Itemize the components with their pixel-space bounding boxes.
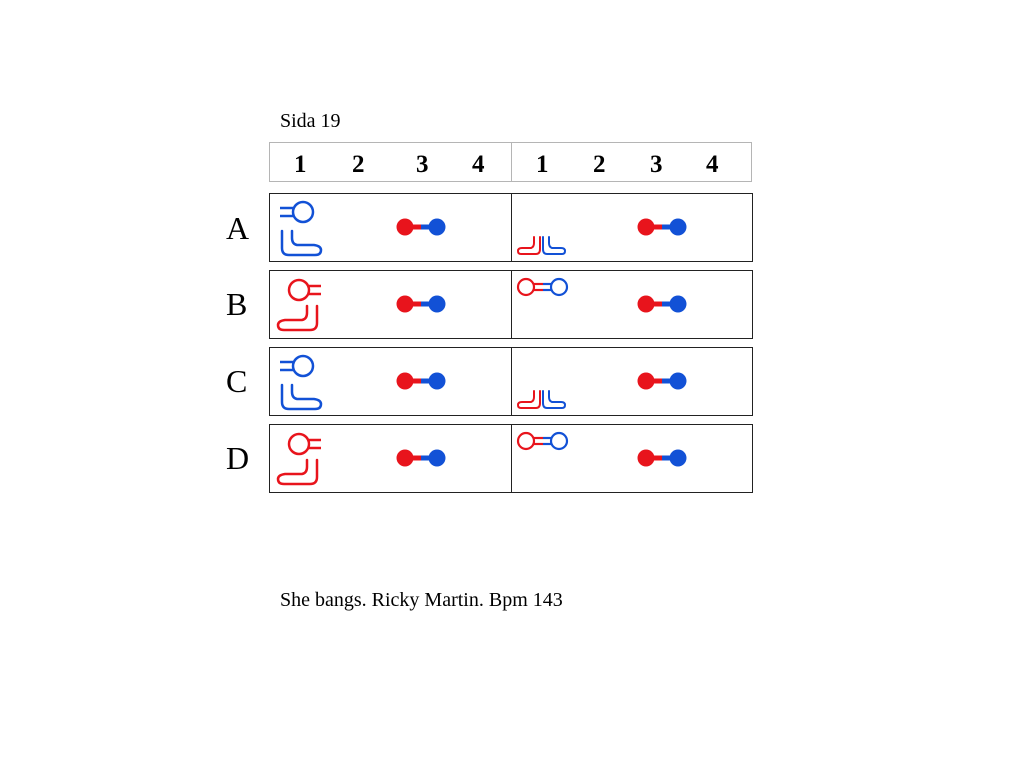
beat-number: 1 (294, 151, 307, 178)
bar-divider (511, 194, 512, 261)
dumbbell-icon (637, 372, 687, 390)
head-icon (280, 354, 315, 378)
beat-number: 1 (536, 151, 549, 178)
row-d (269, 424, 753, 493)
dumbbell-icon (396, 372, 446, 390)
beat-number: 2 (352, 151, 365, 178)
foot-icon (280, 229, 323, 257)
beat-number: 3 (416, 151, 429, 178)
page-title: Sida 19 (280, 110, 341, 132)
bar-divider (511, 348, 512, 415)
beat-number: 2 (593, 151, 606, 178)
bar-divider (511, 271, 512, 338)
head-icon (280, 200, 315, 224)
row-label-d: D (226, 440, 250, 476)
row-a (269, 193, 753, 262)
dumbbell-icon (396, 449, 446, 467)
dumbbell-icon (396, 218, 446, 236)
dumbbell-icon (637, 218, 687, 236)
foot-icon (276, 458, 319, 486)
bar-divider (511, 143, 512, 181)
head-icon (287, 432, 321, 456)
dumbbell-icon (637, 449, 687, 467)
head-icon (516, 431, 569, 451)
head-icon (516, 277, 569, 297)
dumbbell-icon (396, 295, 446, 313)
beat-number: 3 (650, 151, 663, 178)
row-label-c: C (226, 363, 248, 399)
beat-number: 4 (706, 151, 719, 178)
dumbbell-icon (637, 295, 687, 313)
beat-number: 4 (472, 151, 485, 178)
row-label-b: B (226, 286, 248, 322)
feet-together-icon (517, 390, 566, 409)
row-label-a: A (226, 210, 250, 246)
foot-icon (280, 383, 323, 411)
foot-icon (276, 304, 319, 332)
song-caption: She bangs. Ricky Martin. Bpm 143 (280, 589, 563, 611)
head-icon (287, 278, 321, 302)
bar-divider (511, 425, 512, 492)
feet-together-icon (517, 236, 566, 255)
beat-header: 1 2 3 4 1 2 3 4 (269, 142, 752, 182)
row-b (269, 270, 753, 339)
row-c (269, 347, 753, 416)
